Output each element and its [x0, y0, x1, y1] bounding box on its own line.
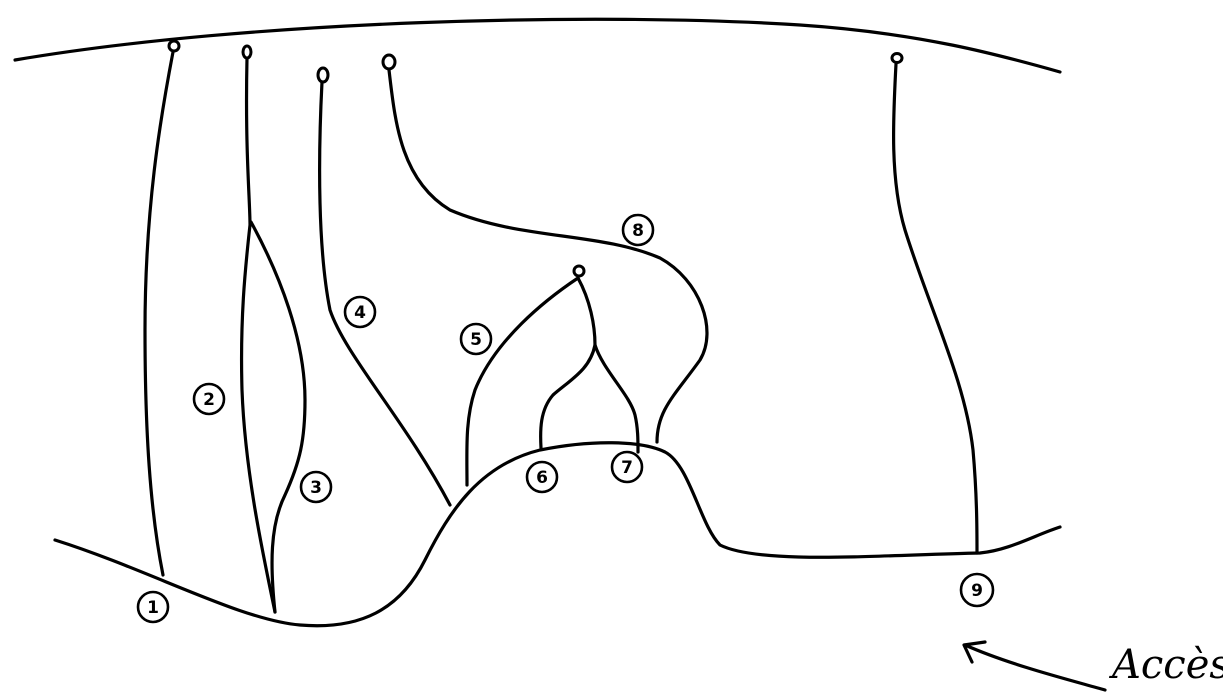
route-3-number: 3 [310, 478, 322, 498]
route-2-anchor [243, 46, 251, 58]
route-1-badge: 1 [138, 592, 168, 622]
route-6-line [541, 278, 595, 448]
route-4-line [320, 82, 450, 505]
route-5-number: 5 [470, 330, 482, 350]
route-6-badge: 6 [527, 462, 557, 492]
route-8-badge: 8 [623, 215, 653, 245]
route-4-anchor [318, 68, 328, 82]
access-label: Accès [1108, 642, 1223, 688]
route-9-badge: 9 [961, 574, 993, 606]
route-2-badge: 2 [194, 384, 224, 414]
route-2-number: 2 [203, 390, 215, 410]
cliff-base-line [55, 443, 1060, 626]
route-1-anchor [169, 41, 179, 51]
route-7-number: 7 [621, 458, 633, 478]
route-3-badge: 3 [301, 472, 331, 502]
route-6-number: 6 [536, 468, 548, 488]
route-7-line [595, 345, 638, 452]
route-1-line [145, 52, 173, 575]
route-5-badge: 5 [461, 324, 491, 354]
route-7-badge: 7 [612, 452, 642, 482]
routes-5-6-7-anchor [574, 266, 584, 276]
route-3-line [251, 222, 305, 612]
route-9-line [894, 64, 977, 553]
route-8-line [389, 70, 707, 442]
route-1-number: 1 [147, 598, 159, 618]
route-2-line [242, 58, 275, 612]
route-9-number: 9 [971, 581, 983, 601]
route-4-badge: 4 [345, 297, 375, 327]
route-4-number: 4 [354, 303, 366, 323]
route-8-anchor [383, 55, 395, 69]
route-8-number: 8 [632, 221, 644, 241]
route-9-anchor [892, 54, 902, 63]
access-arrow-shaft [965, 645, 1105, 690]
